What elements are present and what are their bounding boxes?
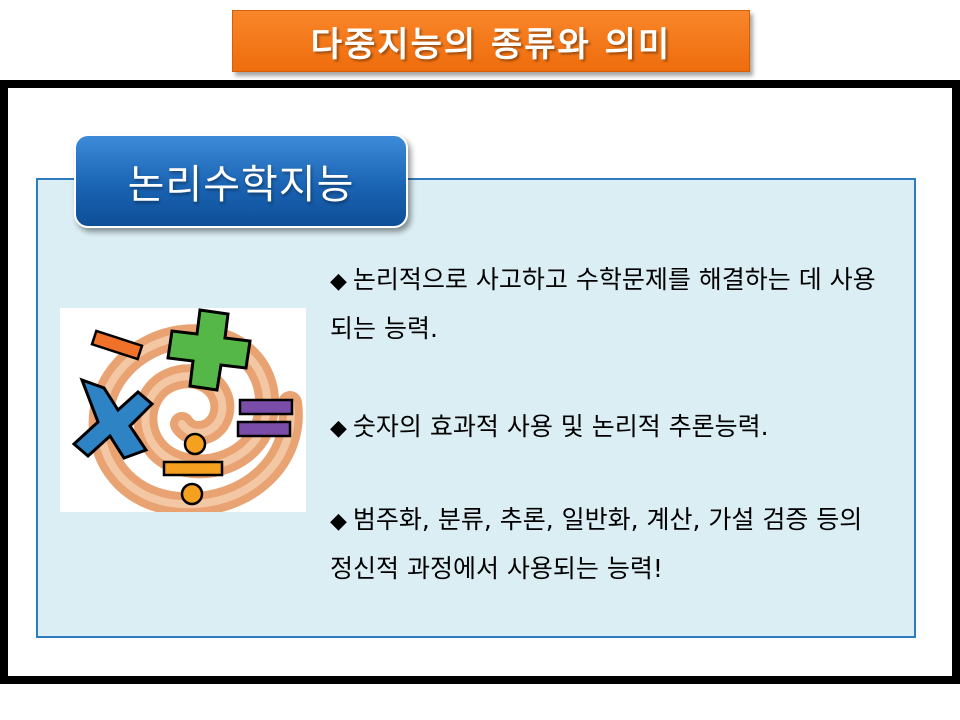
section-label: 논리수학지능 xyxy=(127,162,355,208)
divide-icon xyxy=(162,432,224,506)
bullet-text-1: 논리적으로 사고하고 수학문제를 해결하는 데 사용되는 능력. xyxy=(330,265,876,343)
bullet-item-1: ◆논리적으로 사고하고 수학문제를 해결하는 데 사용되는 능력. xyxy=(330,256,890,352)
equals-icon xyxy=(236,398,294,438)
diamond-bullet-icon: ◆ xyxy=(330,509,347,534)
bullet-text-3: 범주화, 분류, 추론, 일반화, 계산, 가설 검증 등의 정신적 과정에서 … xyxy=(330,505,863,583)
bullet-text-2: 숫자의 효과적 사용 및 논리적 추론능력. xyxy=(352,412,769,441)
bullet-item-2: ◆숫자의 효과적 사용 및 논리적 추론능력. xyxy=(330,403,890,452)
diamond-bullet-icon: ◆ xyxy=(330,416,347,441)
title-banner: 다중지능의 종류와 의미 xyxy=(232,10,750,72)
math-symbols-svg xyxy=(71,308,303,517)
bullet-item-3: ◆범주화, 분류, 추론, 일반화, 계산, 가설 검증 등의 정신적 과정에서… xyxy=(330,496,890,592)
slide-title: 다중지능의 종류와 의미 xyxy=(310,24,672,65)
diamond-bullet-icon: ◆ xyxy=(330,269,347,294)
section-tab: 논리수학지능 xyxy=(74,134,408,228)
multiply-icon xyxy=(71,377,155,460)
plus-icon xyxy=(166,308,252,392)
math-symbols-illustration xyxy=(60,308,306,517)
minus-icon xyxy=(90,329,144,361)
